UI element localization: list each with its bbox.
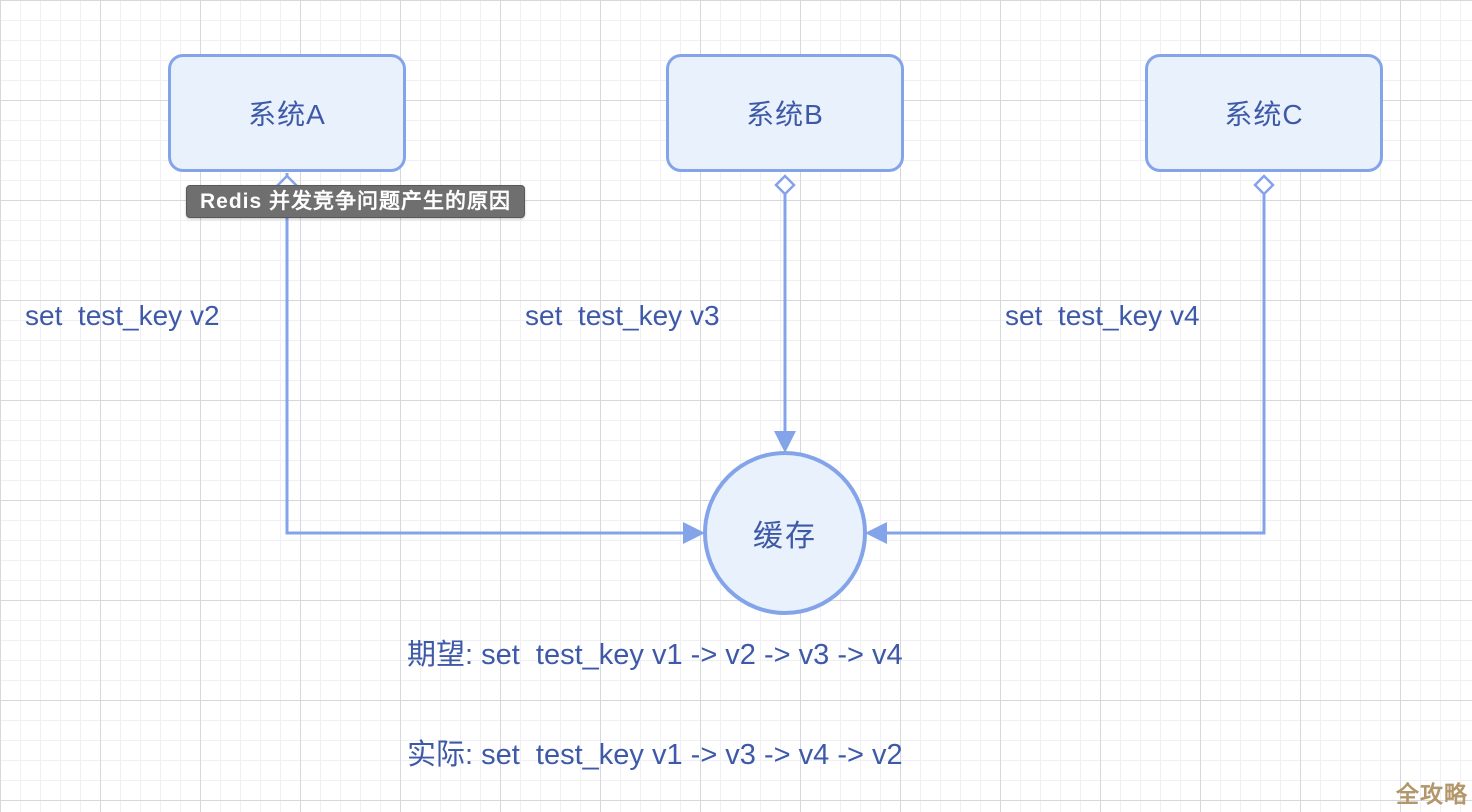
node-system-b: 系统B <box>666 54 904 172</box>
arrowhead-c-icon <box>865 522 887 544</box>
diamond-connector-b-icon <box>774 174 796 196</box>
diamond-connector-c-icon <box>1253 174 1275 196</box>
arrowhead-a-icon <box>683 522 705 544</box>
node-cache: 缓存 <box>703 451 867 615</box>
edge-system-c-to-cache <box>887 194 1266 535</box>
node-cache-label: 缓存 <box>753 520 817 553</box>
node-system-b-label: 系统B <box>746 99 824 130</box>
node-system-a-label: 系统A <box>248 99 326 130</box>
title-tooltip: Redis 并发竞争问题产生的原因 <box>186 185 526 218</box>
note-expected: 期望: set test_key v1 -> v2 -> v3 -> v4 <box>407 639 903 671</box>
arrowhead-b-icon <box>774 431 796 453</box>
edge-label-set-v4: set test_key v4 <box>1005 300 1200 331</box>
watermark: 全攻略 <box>1396 781 1468 807</box>
note-actual: 实际: set test_key v1 -> v3 -> v4 -> v2 <box>407 739 903 771</box>
node-system-c: 系统C <box>1145 54 1383 172</box>
edge-system-a-to-cache <box>285 173 683 535</box>
node-system-a: 系统A <box>168 54 406 172</box>
edge-label-set-v2: set test_key v2 <box>25 300 220 331</box>
edge-label-set-v3: set test_key v3 <box>525 300 720 331</box>
node-system-c-label: 系统C <box>1224 99 1304 130</box>
